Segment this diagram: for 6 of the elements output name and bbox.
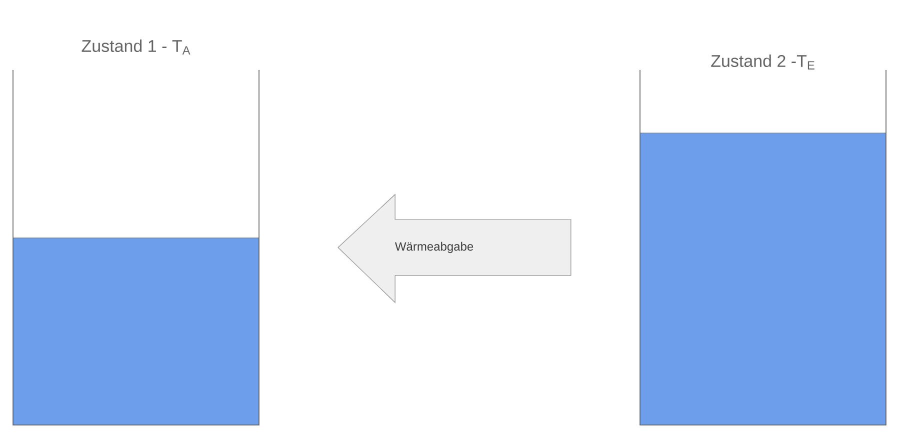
heading: Zustand 2 -T$_{E}$ — [711, 54, 814, 70]
container-drawing — [640, 70, 886, 426]
block-arrow — [338, 194, 572, 304]
heading: Zustand 1 - T$_{A}$ — [82, 40, 190, 54]
container-drawing — [12, 70, 260, 426]
edge-label: Wärmeabgabe — [394, 242, 474, 254]
